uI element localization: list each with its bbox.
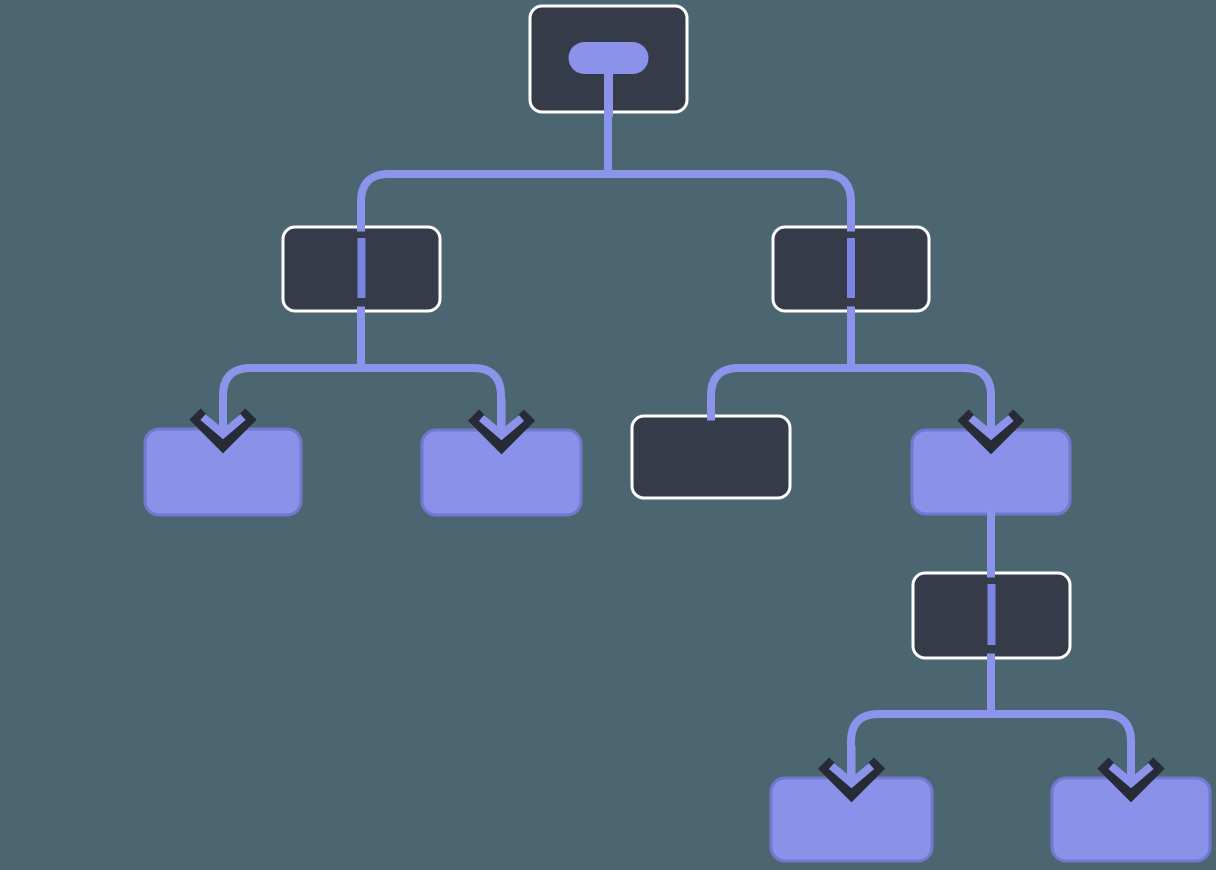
tree-node-composite-left[interactable] xyxy=(281,225,442,313)
connector-crossings-layer xyxy=(357,107,995,663)
tree-node-action-3[interactable] xyxy=(910,398,1072,516)
connector-split-bottom xyxy=(847,656,1135,781)
arrow-chevron-icon xyxy=(189,397,257,454)
node-body[interactable] xyxy=(630,414,792,500)
tree-node-composite-right[interactable] xyxy=(771,225,931,313)
arrow-head xyxy=(1108,762,1154,789)
sequence-divider-icon xyxy=(847,238,855,298)
arrow-chevron-icon xyxy=(467,398,536,455)
connector-layer xyxy=(219,110,1135,781)
tree-node-action-1[interactable] xyxy=(143,397,303,517)
arrow-head xyxy=(828,762,875,789)
arrow-chevron-icon xyxy=(1097,746,1165,803)
tree-node-action-2[interactable] xyxy=(420,398,583,517)
root-pill-stem-icon xyxy=(604,72,613,117)
connector-bar xyxy=(707,364,995,433)
connector-split-right xyxy=(707,309,995,433)
connector-bar xyxy=(219,364,505,433)
arrow-head xyxy=(968,414,1014,441)
connector-split-left xyxy=(219,309,505,433)
arrow-head xyxy=(478,414,525,441)
connector-split-root xyxy=(357,110,855,230)
tree-node-action-5[interactable] xyxy=(1050,746,1212,863)
connector-bar xyxy=(357,170,855,230)
tree-node-action-4[interactable] xyxy=(769,746,934,863)
tree-node-composite-bottom[interactable] xyxy=(911,571,1072,660)
connector-bar xyxy=(847,710,1135,781)
arrow-chevron-icon xyxy=(957,398,1025,455)
arrow-chevron-icon xyxy=(817,746,886,803)
tree-node-root[interactable] xyxy=(528,4,689,117)
sequence-divider-icon xyxy=(987,584,996,645)
root-pill-icon xyxy=(568,42,649,74)
sequence-divider-icon xyxy=(357,238,366,298)
arrow-head xyxy=(200,413,246,440)
tree-node-task-1[interactable] xyxy=(630,414,792,500)
